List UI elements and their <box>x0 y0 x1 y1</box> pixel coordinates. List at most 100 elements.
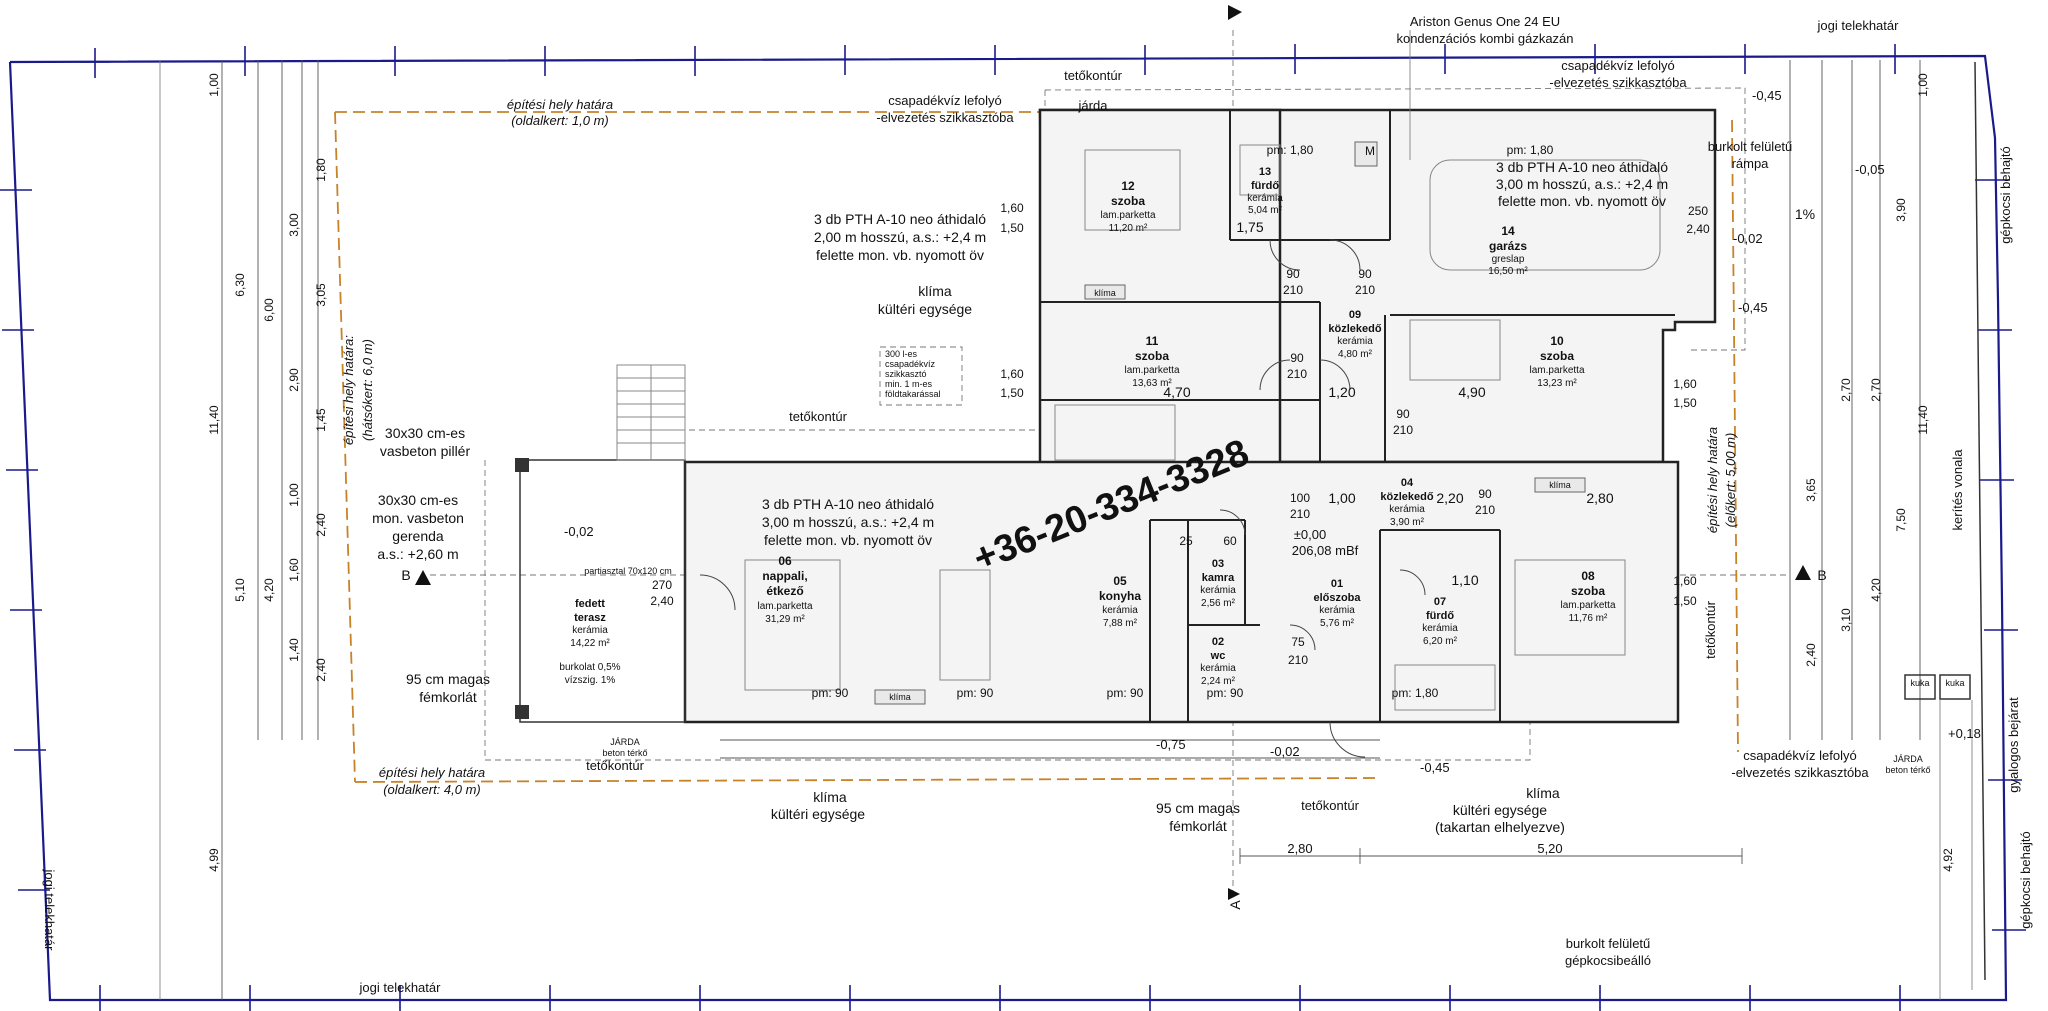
room-02-label: 02 wc kerámia 2,24 m² <box>1200 636 1236 687</box>
dim-door-210-c: 210 <box>1287 367 1307 381</box>
room-07-name: fürdő <box>1426 610 1454 622</box>
lintel-3-line-2: 3,00 m hosszú, a.s.: +2,4 m <box>762 514 934 530</box>
dim-win-1-50-c: 1,50 <box>1673 396 1697 410</box>
room-07-number: 07 <box>1434 596 1446 608</box>
ac-unit-1-label-2: kültéri egysége <box>878 301 972 317</box>
legal-boundary-left: jogi telekhatár <box>42 869 57 952</box>
sill-height-06b: pm: 90 <box>957 686 994 700</box>
room-07-floor: kerámia <box>1422 623 1458 634</box>
railing-bottom-2: fémkorlát <box>1169 818 1227 834</box>
room-04-floor: kerámia <box>1389 504 1425 515</box>
dim-right-2-40: 2,40 <box>1804 643 1818 667</box>
terrace-slope-note: burkolat 0,5% <box>559 662 620 673</box>
lintel-2-line-2: 3,00 m hosszú, a.s.: +2,4 m <box>1496 176 1668 192</box>
room-07-area: 6,20 m² <box>1423 636 1458 647</box>
level-3: -0,45 <box>1738 300 1768 315</box>
room-11-number: 11 <box>1146 334 1159 348</box>
room-14-label: 14 garázs greslap 16,50 m² <box>1488 224 1528 277</box>
dim-room-2-20: 2,20 <box>1436 490 1463 506</box>
dim-room-2-80: 2,80 <box>1586 490 1613 506</box>
level-6: -0,75 <box>1156 737 1186 752</box>
room-10-number: 10 <box>1550 334 1564 348</box>
ac-unit-2-label: klíma <box>813 789 847 805</box>
building-limit-bottom-1: építési hely határa <box>379 765 485 780</box>
room-04-name: közlekedő <box>1380 491 1433 503</box>
room-14-number: 14 <box>1501 224 1515 238</box>
dim-win-1-60-d: 1,60 <box>1673 574 1697 588</box>
dim-left-3-05: 3,05 <box>314 283 328 307</box>
dim-left-4-20: 4,20 <box>262 578 276 602</box>
sill-height-05: pm: 90 <box>1107 686 1144 700</box>
terrace-floor: kerámia <box>572 625 608 636</box>
dim-right-7-50: 7,50 <box>1894 508 1908 532</box>
dim-left-4-99: 4,99 <box>207 848 221 872</box>
room-06-number: 06 <box>778 554 792 568</box>
legal-boundary-bottom: jogi telekhatár <box>359 980 442 995</box>
dim-right-1-00: 1,00 <box>1916 73 1930 97</box>
room-09-number: 09 <box>1349 309 1361 321</box>
dim-left-11-40: 11,40 <box>207 405 221 434</box>
sill-height-06a: pm: 90 <box>812 686 849 700</box>
terrace-name: fedett <box>575 598 605 610</box>
building-limit-left-1: építési hely határa: <box>341 335 356 445</box>
beam-note-4: a.s.: +2,60 m <box>377 546 458 562</box>
boiler-note-1: Ariston Genus One 24 EU <box>1410 14 1560 29</box>
terrace-label: fedett terasz kerámia 14,22 m² burkolat … <box>559 598 620 686</box>
room-14-area: 16,50 m² <box>1488 266 1528 277</box>
dim-door-60: 60 <box>1223 534 1237 548</box>
railing-bottom-1: 95 cm magas <box>1156 800 1240 816</box>
boiler-note-2: kondenzációs kombi gázkazán <box>1396 31 1573 46</box>
sill-height-02: pm: 90 <box>1207 686 1244 700</box>
dim-left-1-80: 1,80 <box>314 158 328 182</box>
dim-left-1-60: 1,60 <box>287 558 301 582</box>
dimension-labels: 1,00 6,30 11,40 5,10 4,99 6,00 4,20 3,00… <box>207 73 1955 872</box>
room-10-area: 13,23 m² <box>1537 378 1577 389</box>
room-10-floor: lam.parketta <box>1529 365 1584 376</box>
downpipe-left-1: csapadékvíz lefolyó <box>888 93 1001 108</box>
dim-door-90-e: 90 <box>1478 487 1492 501</box>
dim-room-1-10: 1,10 <box>1451 572 1478 588</box>
dim-win-1-50-b: 1,50 <box>1000 386 1024 400</box>
room-10-name: szoba <box>1540 349 1574 363</box>
room-06-area: 31,29 m² <box>765 614 805 625</box>
dim-right-2-70-a: 2,70 <box>1839 378 1853 402</box>
room-13-name: fürdő <box>1251 180 1279 192</box>
room-04-number: 04 <box>1401 477 1414 489</box>
room-01-number: 01 <box>1331 578 1343 590</box>
room-08-label: 08 szoba lam.parketta 11,76 m² <box>1560 569 1615 624</box>
room-10-label: 10 szoba lam.parketta 13,23 m² <box>1529 334 1584 389</box>
railing-left-2: fémkorlát <box>419 689 477 705</box>
roof-contour-bottom: tetőkontúr <box>1301 798 1359 813</box>
room-07-label: 07 fürdő kerámia 6,20 m² <box>1422 596 1458 647</box>
sill-height-07: pm: 1,80 <box>1392 686 1439 700</box>
level-4: -0,05 <box>1855 162 1885 177</box>
room-04-label: 04 közlekedő kerámia 3,90 m² <box>1380 477 1433 528</box>
dim-door-90-a: 90 <box>1286 267 1300 281</box>
room-06-label: 06 nappali, étkező lam.parketta 31,29 m² <box>757 554 812 625</box>
room-03-number: 03 <box>1212 558 1224 570</box>
ramp-note-1: burkolt felületű <box>1708 139 1793 154</box>
lintel-3-line-1: 3 db PTH A-10 neo áthidaló <box>762 496 934 512</box>
dim-door-75: 75 <box>1291 635 1305 649</box>
dim-door-210-e: 210 <box>1475 503 1495 517</box>
tank-note-3: szikkasztó <box>885 369 927 379</box>
room-06-name2: étkező <box>766 584 803 598</box>
walkway-br-1: JÁRDA <box>1893 754 1923 764</box>
room-04-area: 3,90 m² <box>1390 517 1425 528</box>
section-a-label: A <box>1227 900 1243 910</box>
dim-door-210-a: 210 <box>1283 283 1303 297</box>
room-13-floor: kerámia <box>1247 193 1283 204</box>
walkway-top: járda <box>1078 98 1109 113</box>
ac-unit-1-label: klíma <box>918 283 952 299</box>
room-01-name: előszoba <box>1313 592 1361 604</box>
dim-win-1-60-a: 1,60 <box>1000 201 1024 215</box>
roof-contour-top: tetőkontúr <box>1064 68 1122 83</box>
room-08-number: 08 <box>1581 569 1595 583</box>
room-03-area: 2,56 m² <box>1201 598 1236 609</box>
level-2: -0,02 <box>1733 231 1763 246</box>
room-01-label: 01 előszoba kerámia 5,76 m² <box>1313 578 1361 629</box>
section-b-label-left: B <box>401 567 410 583</box>
dim-door-25: 25 <box>1179 534 1193 548</box>
dim-right-3-65: 3,65 <box>1804 478 1818 502</box>
